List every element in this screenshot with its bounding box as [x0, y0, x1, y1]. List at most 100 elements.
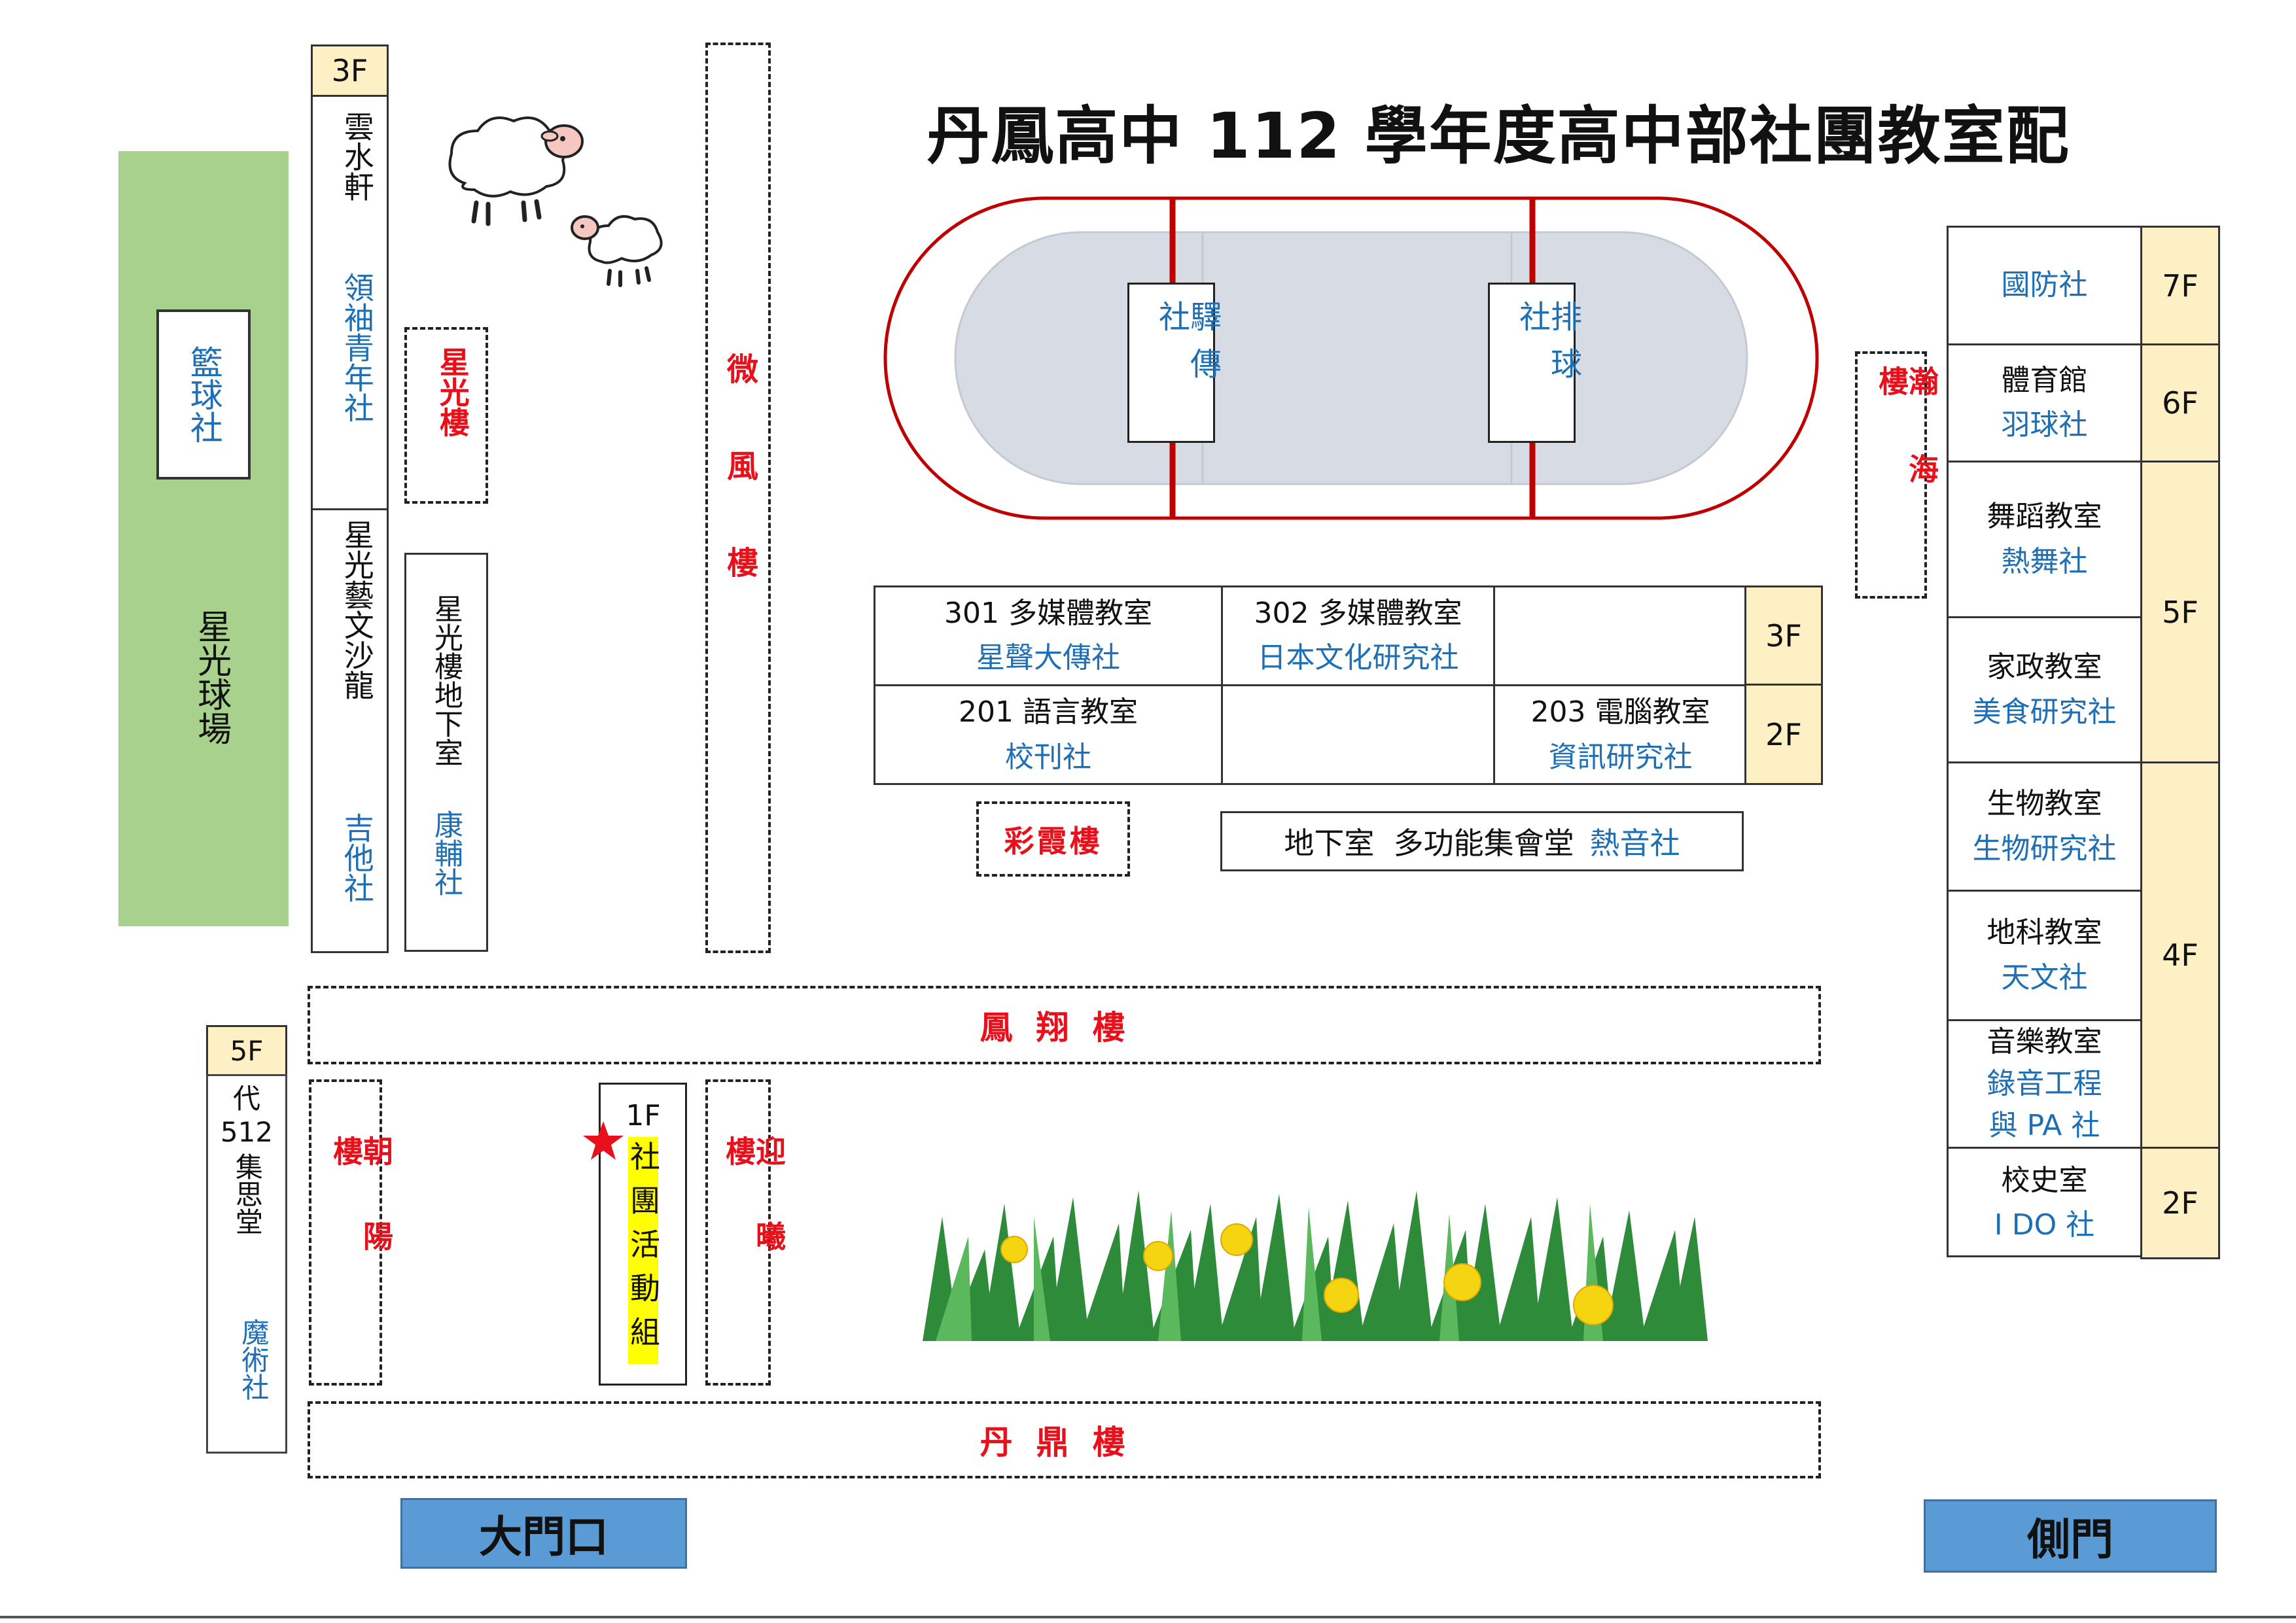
club-biology[interactable]: 生物研究社: [1972, 831, 2117, 865]
building-caixia[interactable]: 彩霞樓: [976, 801, 1130, 877]
room-earth-science-label: 地科教室: [1987, 916, 2102, 950]
building-weifeng-label: 微風樓: [721, 353, 758, 643]
running-track: [883, 196, 1819, 520]
building-fengxiang[interactable]: 鳳翔樓: [308, 986, 1821, 1064]
salon-room[interactable]: 星光藝文沙龍 吉他社: [311, 508, 389, 953]
club-guitar[interactable]: 吉他社: [339, 812, 375, 903]
salon-room-label: 星光藝文沙龍: [339, 519, 375, 700]
floor-tag-6f: 6F: [2140, 343, 2220, 462]
floor-tag-5f-right: 5F: [2140, 461, 2220, 763]
main-gate[interactable]: 大門口: [400, 1498, 687, 1569]
club-astronomy[interactable]: 天文社: [2001, 960, 2088, 994]
room-defense[interactable]: 國防社: [1949, 228, 2140, 343]
room-512-text: 代 512 集思堂: [208, 1085, 285, 1235]
building-xingguang[interactable]: 星光樓: [404, 327, 488, 504]
sheep-icon: [571, 215, 663, 287]
club-kangfu[interactable]: 康輔社: [429, 810, 463, 896]
building-chaoyang[interactable]: 朝陽樓: [309, 1079, 394, 1386]
building-hanhai-label: 瀚海樓: [1874, 366, 1939, 541]
sheep-icon: [448, 116, 584, 226]
room-gym[interactable]: 體育館 羽球社: [1949, 345, 2140, 461]
building-hanhai[interactable]: 瀚海樓: [1855, 351, 1939, 599]
room-512-number: 512: [220, 1116, 274, 1148]
building-weifeng[interactable]: 微風樓: [705, 43, 771, 953]
field-name: 星光球場: [191, 609, 231, 745]
room-512-label: 集思堂: [231, 1152, 264, 1235]
club-activity-office[interactable]: 1F 社團活動組: [599, 1083, 687, 1386]
yunshui-room[interactable]: 雲水軒 領袖青年社: [311, 95, 389, 510]
room-biology[interactable]: 生物教室 生物研究社: [1949, 763, 2140, 890]
club-hot-dance[interactable]: 熱舞社: [2001, 544, 2088, 578]
building-yingxi[interactable]: 迎曦樓: [705, 1079, 786, 1386]
room-history[interactable]: 校史室 I DO 社: [1949, 1149, 2140, 1257]
building-danding-label: 丹鼎樓: [980, 1423, 1149, 1461]
room-203[interactable]: 203 電腦教室 資訊研究社: [1495, 686, 1746, 784]
floor-tag-2f-grid: 2F: [1744, 684, 1823, 785]
club-magic[interactable]: 魔術社: [237, 1318, 270, 1401]
club-food[interactable]: 美食研究社: [1972, 695, 2117, 729]
basement-room-label: 星光樓地下室: [429, 594, 463, 767]
club-volleyball-label: 排球社: [1513, 300, 1581, 394]
club-volleyball[interactable]: 排球社: [1488, 283, 1581, 443]
club-defense[interactable]: 國防社: [2001, 268, 2088, 302]
auditorium[interactable]: 地下室 多功能集會堂 熱音社: [1220, 811, 1744, 871]
page-bottom-divider: [0, 1616, 2296, 1618]
club-recording-line1[interactable]: 錄音工程: [1987, 1067, 2102, 1101]
star-icon: [583, 1121, 624, 1160]
club-info-research[interactable]: 資訊研究社: [1548, 740, 1693, 774]
club-badminton[interactable]: 羽球社: [2001, 408, 2088, 442]
auditorium-label: 地下室 多功能集會堂: [1284, 826, 1574, 861]
room-home-ec[interactable]: 家政教室 美食研究社: [1949, 618, 2140, 761]
grass-flowers-illustration: [923, 1191, 1708, 1341]
club-recording-line2[interactable]: 與 PA 社: [1988, 1108, 2100, 1142]
room-512[interactable]: 代 512 集思堂 魔術社: [206, 1074, 287, 1454]
building-xingguang-label: 星光樓: [434, 347, 470, 437]
office-name: 社團活動組: [626, 1137, 661, 1364]
club-school-paper[interactable]: 校刊社: [1005, 740, 1091, 774]
club-relay[interactable]: 驛傳社: [1127, 283, 1221, 443]
room-gym-label: 體育館: [2001, 363, 2088, 397]
building-danding[interactable]: 丹鼎樓: [308, 1401, 1821, 1478]
club-basketball-label: 籃球社: [185, 345, 223, 444]
room-201[interactable]: 201 語言教室 校刊社: [875, 686, 1221, 784]
club-relay-label: 驛傳社: [1153, 300, 1221, 394]
room-home-ec-label: 家政教室: [1987, 650, 2102, 684]
club-basketball[interactable]: 籃球社: [156, 309, 251, 480]
building-chaoyang-label: 朝陽樓: [328, 1136, 394, 1306]
field-xingguang: 籃球社 星光球場: [118, 151, 289, 926]
room-512-prefix: 代: [232, 1083, 260, 1115]
office-floor: 1F: [626, 1099, 661, 1132]
room-music[interactable]: 音樂教室 錄音工程 與 PA 社: [1949, 1021, 2140, 1147]
floor-tag-7f: 7F: [2140, 226, 2220, 345]
room-dance-label: 舞蹈教室: [1987, 500, 2102, 534]
room-earth-science[interactable]: 地科教室 天文社: [1949, 892, 2140, 1019]
floor-tag-5f-left: 5F: [206, 1025, 287, 1076]
club-broadcast[interactable]: 星聲大傳社: [976, 641, 1120, 674]
floor-tag-4f: 4F: [2140, 761, 2220, 1149]
room-biology-label: 生物教室: [1987, 787, 2102, 821]
room-301[interactable]: 301 多媒體教室 星聲大傳社: [875, 587, 1221, 684]
room-music-label: 音樂教室: [1987, 1025, 2102, 1059]
classroom-grid: 3F 2F 301 多媒體教室 星聲大傳社 302 多媒體教室 日本文化研究社 …: [874, 585, 1823, 785]
side-gate[interactable]: 側門: [1924, 1499, 2217, 1573]
building-fengxiang-label: 鳳翔樓: [980, 1008, 1149, 1047]
basement-room[interactable]: 星光樓地下室 康輔社: [404, 553, 488, 952]
club-hot-music[interactable]: 熱音社: [1589, 826, 1680, 861]
floor-tag-3f-grid: 3F: [1744, 585, 1823, 686]
floor-tag-2f-right: 2F: [2140, 1147, 2220, 1259]
room-301-label: 301 多媒體教室: [944, 596, 1152, 630]
room-203-label: 203 電腦教室: [1530, 695, 1710, 729]
club-i-do[interactable]: I DO 社: [1994, 1208, 2095, 1242]
room-302[interactable]: 302 多媒體教室 日本文化研究社: [1223, 587, 1493, 684]
club-leadership[interactable]: 領袖青年社: [339, 272, 375, 423]
room-302-label: 302 多媒體教室: [1254, 596, 1462, 630]
floor-tag-3f-left: 3F: [311, 44, 389, 97]
right-building: 7F 6F 5F 4F 2F 國防社 體育館 羽球社 舞蹈教室 熱舞社 家政教室…: [1947, 226, 2220, 1259]
room-dance[interactable]: 舞蹈教室 熱舞社: [1949, 462, 2140, 616]
yunshui-room-label: 雲水軒: [339, 111, 375, 201]
club-japanese[interactable]: 日本文化研究社: [1257, 641, 1459, 674]
building-yingxi-label: 迎曦樓: [721, 1136, 786, 1306]
room-201-label: 201 語言教室: [959, 695, 1138, 729]
room-history-label: 校史室: [2001, 1163, 2088, 1197]
building-caixia-label: 彩霞樓: [1004, 823, 1103, 859]
